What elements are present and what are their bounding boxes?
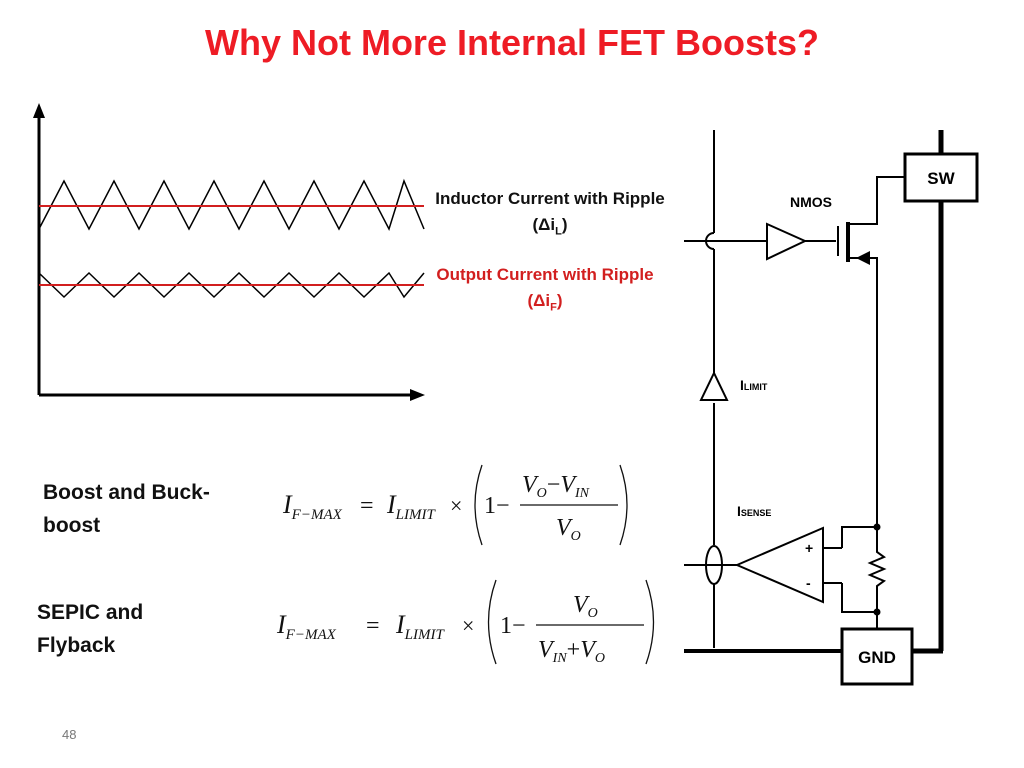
slide-title: Why Not More Internal FET Boosts? <box>204 22 819 63</box>
waveform-axes <box>33 103 425 401</box>
circuit-diagram <box>684 130 979 686</box>
isense-label: ISENSE <box>737 503 771 519</box>
inductor-current-label: Inductor Current with Ripple (ΔiL) <box>435 189 665 238</box>
output-current-label: Output Current with Ripple (ΔiF) <box>436 265 654 314</box>
output-current-wave <box>38 271 425 299</box>
nmos-label: NMOS <box>790 194 832 210</box>
amp-minus: - <box>806 575 811 591</box>
gnd-label: GND <box>858 648 896 667</box>
sepic-label: SEPIC and Flyback <box>37 601 144 657</box>
amp-plus: + <box>805 540 813 556</box>
sw-label: SW <box>927 169 955 188</box>
page-number: 48 <box>62 727 77 742</box>
ilimit-label: ILIMIT <box>740 377 768 393</box>
circuit-labels: SW GND NMOS ILIMIT ISENSE + - <box>737 169 956 667</box>
inductor-current-wave <box>38 178 425 231</box>
boost-label: Boost and Buck-boost <box>43 481 210 537</box>
